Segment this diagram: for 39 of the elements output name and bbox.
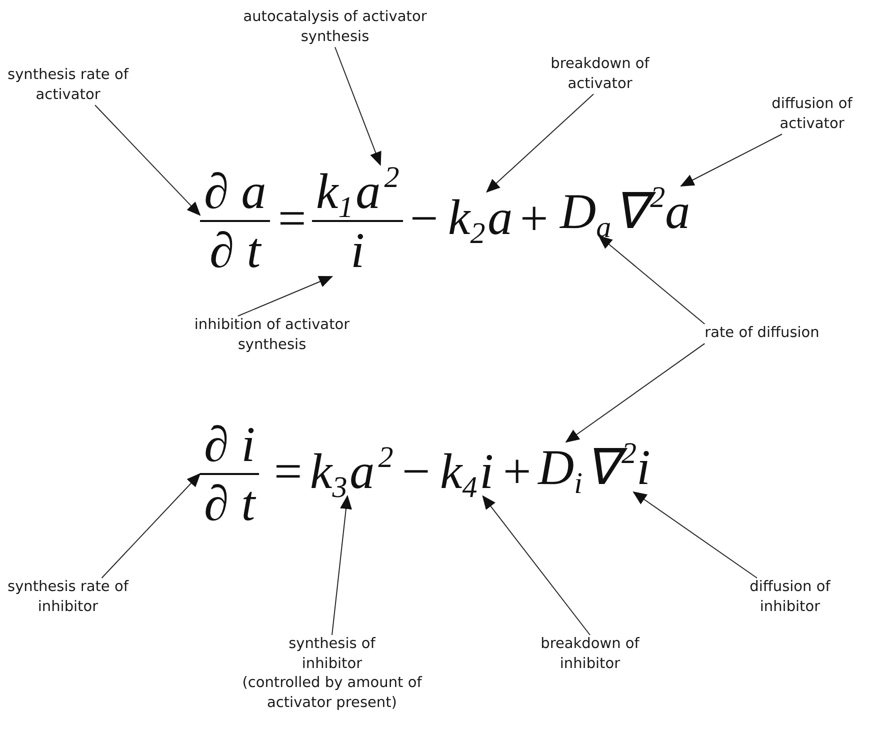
- denominator-term: ∂ t: [203, 477, 258, 530]
- annotation-text: synthesis rate of activator: [0, 66, 136, 106]
- arrow: [334, 46, 382, 166]
- annotation-text: rate of diffusion: [704, 324, 820, 344]
- annotation-text: diffusion of activator: [752, 95, 872, 134]
- denominator-term: ∂ t: [208, 224, 263, 276]
- annotation-text: synthesis of inhibitor: [288, 635, 377, 674]
- operator-sign: =: [274, 446, 302, 496]
- arrow: [482, 495, 590, 636]
- annotation-text: inhibition of activator synthesis: [187, 316, 357, 356]
- equation-term: k$_{4}$i: [440, 446, 494, 496]
- equation-term: k$_{2}$a: [448, 192, 513, 242]
- annotation-text: autocatalysis of activator synthesis: [240, 8, 430, 48]
- annotation-text: breakdown of activator: [535, 55, 665, 94]
- operator-sign: +: [503, 446, 532, 496]
- arrow: [680, 134, 782, 186]
- operator-sign: +: [520, 193, 548, 243]
- arrow: [565, 343, 706, 443]
- annotation-text: diffusion of inhibitor: [735, 578, 845, 618]
- arrow: [332, 495, 352, 636]
- annotation-text: (controlled by amount of activator present): [241, 674, 424, 713]
- arrow: [238, 276, 333, 316]
- numerator-term: ∂ a: [203, 165, 268, 218]
- equation-term: D$_{i}$∇$^{2}$i: [538, 442, 650, 492]
- operator-sign: =: [278, 193, 306, 243]
- equation-term: D$_{a}$∇$^{2}$a: [560, 186, 690, 236]
- arrow: [101, 473, 201, 578]
- denominator-term: i: [350, 224, 366, 276]
- arrow: [486, 94, 594, 193]
- arrow: [632, 491, 758, 578]
- annotation-text: breakdown of inhibitor: [525, 635, 655, 674]
- operator-sign: −: [402, 446, 430, 496]
- arrow: [94, 104, 201, 216]
- annotation-text: synthesis rate of inhibitor: [0, 578, 136, 618]
- numerator-term: k$_{1}$a$^{2}$: [315, 165, 400, 218]
- operator-sign: −: [410, 193, 438, 243]
- equation-term: k$_{3}$a$^{2}$: [310, 446, 394, 496]
- numerator-term: ∂ i: [203, 418, 256, 470]
- arrow: [598, 235, 706, 324]
